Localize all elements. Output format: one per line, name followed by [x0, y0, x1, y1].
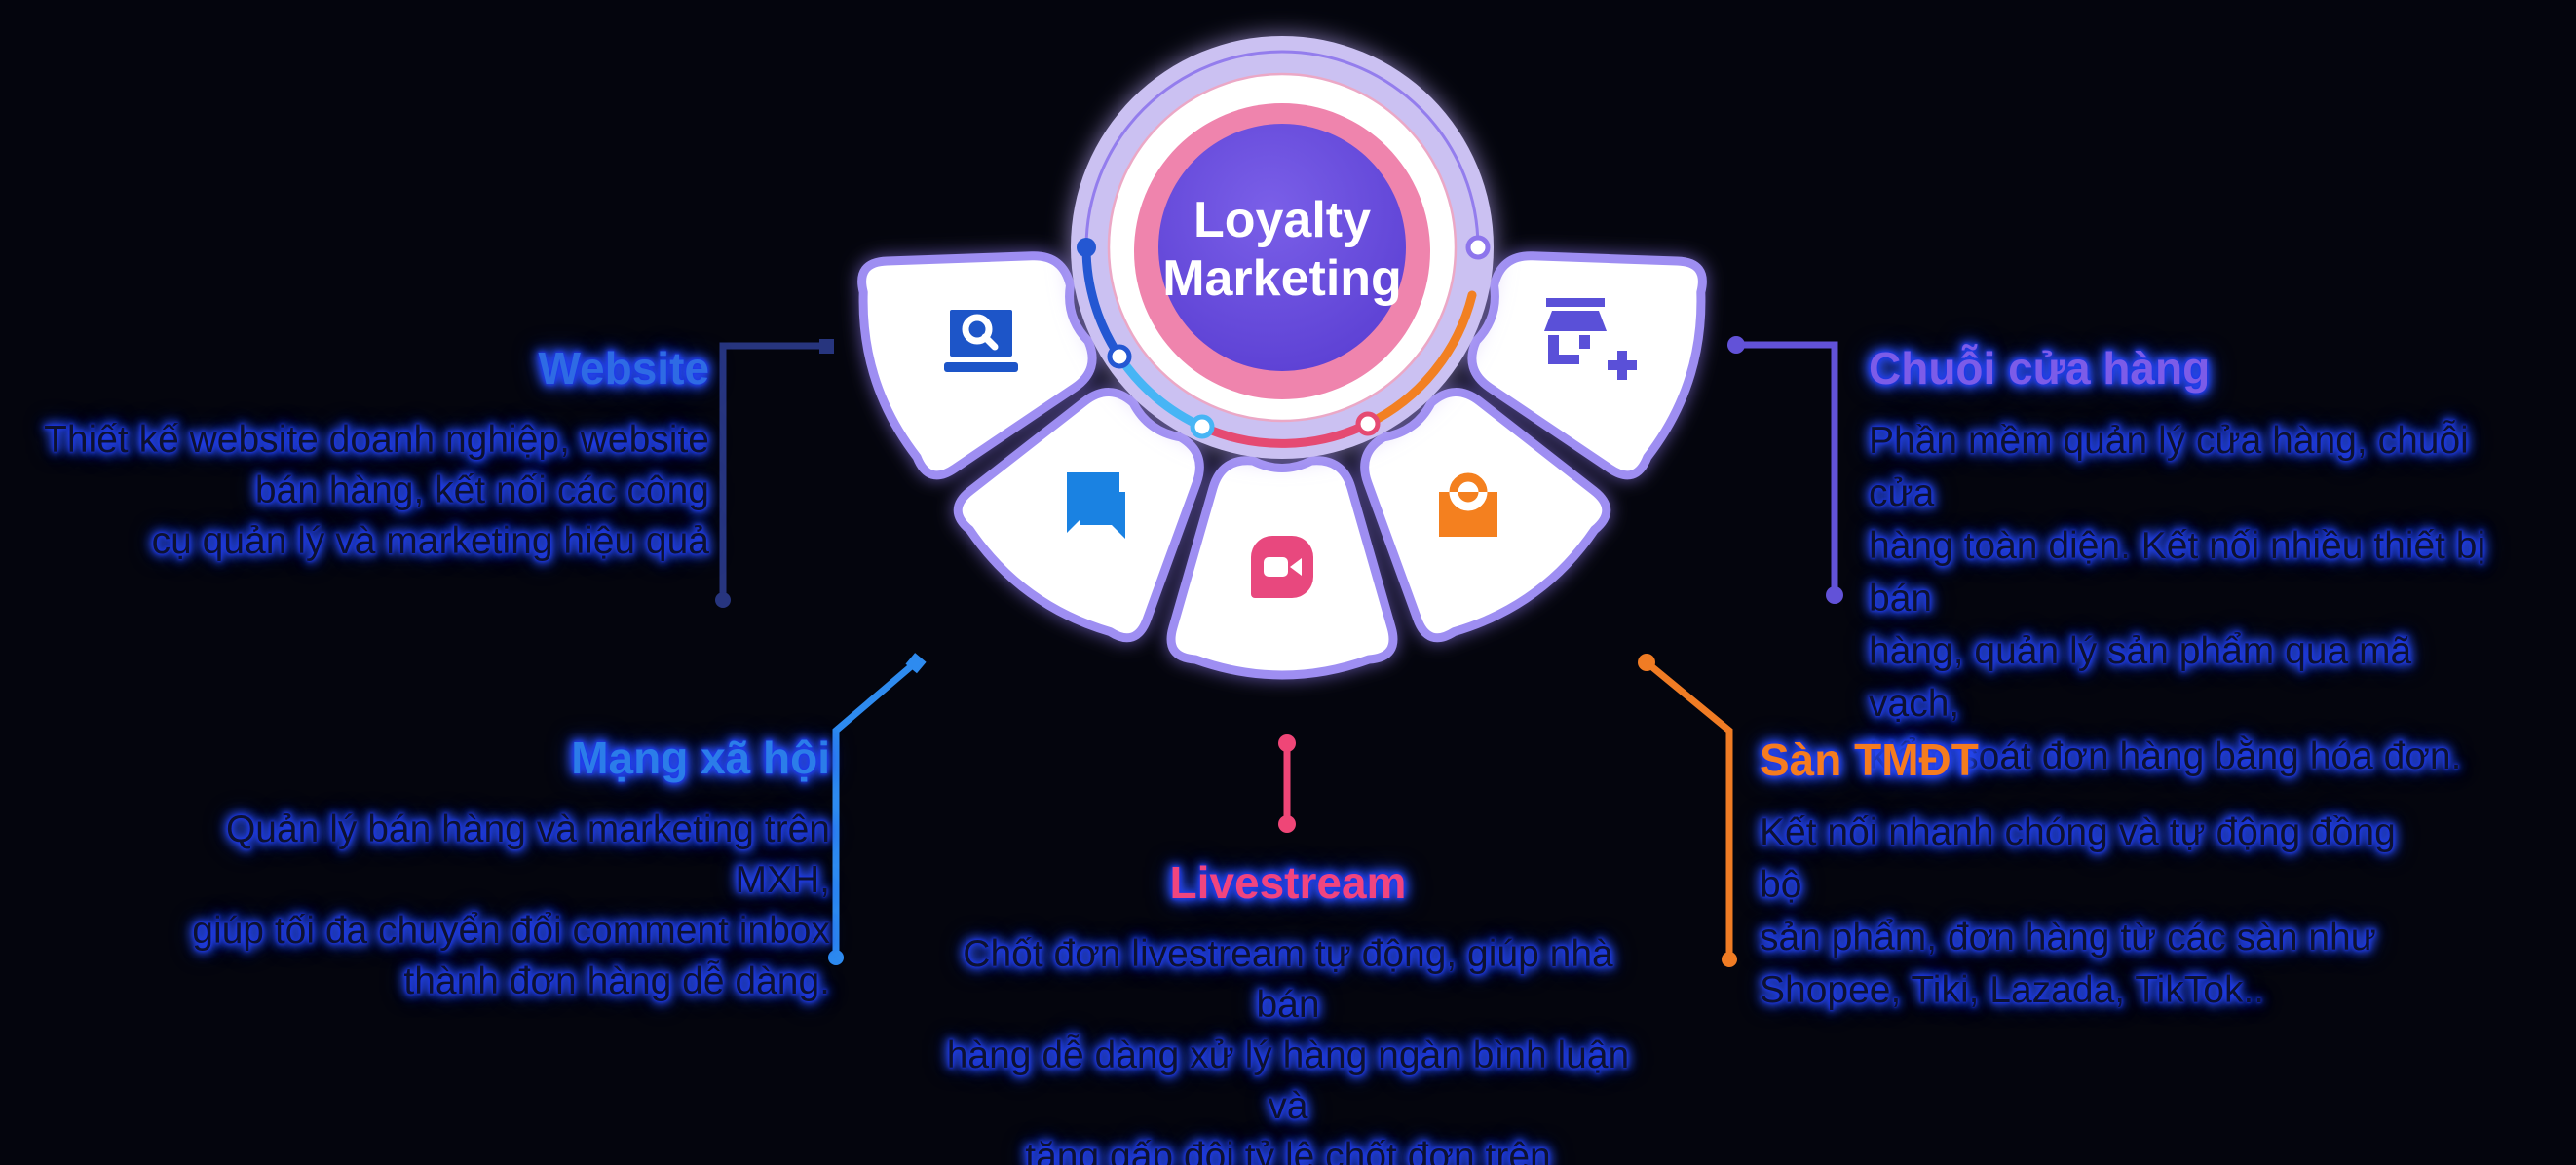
store-plus-icon	[1544, 298, 1637, 380]
ring-dot-end	[1465, 235, 1491, 260]
ecommerce-connector	[1644, 659, 1733, 959]
ecommerce-connector-dot-b	[1722, 952, 1737, 967]
website-description: Thiết kế website doanh nghiệp, website b…	[44, 419, 709, 562]
center-title-line2: Marketing	[1162, 250, 1402, 307]
ring-arc-orange	[1363, 290, 1477, 429]
website-title: Website	[538, 343, 709, 394]
livestream-connector-dot-b	[1278, 815, 1296, 833]
social-connector-dot	[828, 950, 844, 965]
ring-dot-blue	[1107, 344, 1132, 369]
center-circle	[1158, 124, 1406, 371]
center-title: Loyalty Marketing	[1136, 191, 1428, 308]
store-chain-connector-dot-a	[1727, 336, 1745, 354]
store-chain-connector	[1736, 341, 1838, 595]
connectors	[719, 341, 1838, 959]
ecommerce-connector-dot-a	[1638, 654, 1655, 671]
section-website: Website Thiết kế website doanh nghiệp, w…	[39, 341, 709, 567]
ring-arc-crimson	[1197, 419, 1373, 448]
section-livestream: Livestream Chốt đơn livestream tự động, …	[937, 855, 1639, 1165]
shopping-bag-icon	[1439, 472, 1497, 537]
ring-arc-dark-blue	[1081, 243, 1124, 361]
social-title: Mạng xã hội	[571, 733, 830, 783]
ring-dot-lightblue	[1190, 414, 1215, 439]
social-description: Quản lý bán hàng và marketing trên MXH, …	[192, 808, 830, 1002]
section-social: Mạng xã hội Quản lý bán hàng và marketin…	[136, 731, 830, 1007]
ring-dot-crimson	[1355, 411, 1381, 436]
website-connector-dot	[715, 592, 731, 608]
livestream-connector-dot-a	[1278, 734, 1296, 752]
video-camera-icon	[1251, 536, 1313, 598]
livestream-description: Chốt đơn livestream tự động, giúp nhà bá…	[946, 933, 1630, 1165]
ecommerce-title: Sàn TMĐT	[1760, 734, 1979, 785]
ring-dot-start	[1077, 238, 1096, 257]
store-chain-title: Chuỗi cửa hàng	[1869, 343, 2211, 394]
social-connector-cap	[905, 653, 927, 674]
center-title-line1: Loyalty	[1193, 192, 1372, 248]
social-connector	[832, 659, 919, 958]
chat-bubbles-icon	[1067, 472, 1125, 539]
website-connector-cap	[819, 339, 834, 354]
section-store-chain: Chuỗi cửa hàng Phần mềm quản lý cửa hàng…	[1869, 341, 2512, 783]
laptop-search-icon	[944, 310, 1018, 372]
livestream-title: Livestream	[1169, 857, 1407, 908]
ring-arc-purple-thin	[1084, 50, 1480, 249]
section-ecommerce: Sàn TMĐT Kết nối nhanh chóng và tự động …	[1760, 733, 2442, 1017]
website-connector	[719, 342, 826, 600]
store-chain-connector-dot-b	[1826, 586, 1843, 604]
ecommerce-description: Kết nối nhanh chóng và tự động đồng bộ s…	[1760, 811, 2396, 1011]
store-chain-description: Phần mềm quản lý cửa hàng, chuỗi cửa hàn…	[1869, 420, 2486, 777]
